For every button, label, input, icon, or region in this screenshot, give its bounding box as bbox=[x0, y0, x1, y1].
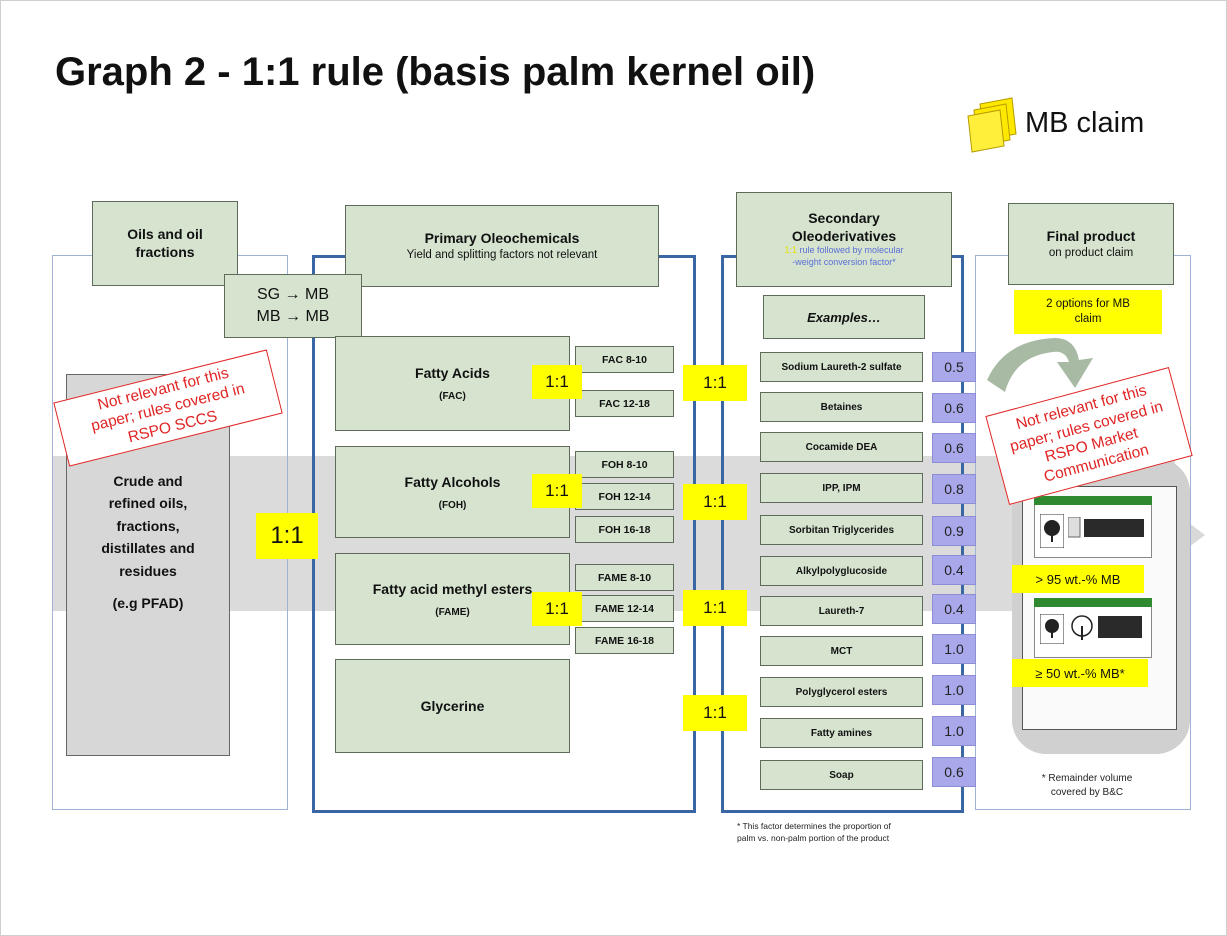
ratio-primary-secondary-1: 1:1 bbox=[683, 365, 747, 401]
oils-header: Oils and oil fractions bbox=[92, 201, 238, 286]
subgroup-fame-12-14: FAME 12-14 bbox=[575, 595, 674, 622]
group-fatty-alcohols-name: Fatty Alcohols bbox=[404, 473, 501, 490]
subgroup-foh-16-18: FOH 16-18 bbox=[575, 516, 674, 543]
factor-footnote: * This factor determines the proportion … bbox=[737, 820, 977, 845]
subgroup-foh-8-10: FOH 8-10 bbox=[575, 451, 674, 478]
mb-claim-label: MB claim bbox=[1025, 107, 1145, 139]
group-glycerine: Glycerine bbox=[335, 659, 570, 753]
sec-item-sodium-laureth: Sodium Laureth-2 sulfate bbox=[760, 352, 923, 382]
final-header-title: Final product bbox=[1046, 228, 1136, 245]
group-fatty-acids: Fatty Acids (FAC) bbox=[335, 336, 570, 431]
factor-sorbitan: 0.9 bbox=[932, 516, 976, 546]
palm-tree-icon bbox=[1040, 514, 1064, 548]
examples-label: Examples… bbox=[763, 295, 925, 339]
ratio-fame: 1:1 bbox=[532, 592, 582, 626]
factor-fatty-amines: 1.0 bbox=[932, 716, 976, 746]
final-options-line1: 2 options for MB bbox=[1046, 298, 1130, 311]
secondary-header: Secondary Oleoderivatives 1:1 rule follo… bbox=[736, 192, 952, 287]
remainder-note: * Remainder volume covered by B&C bbox=[1012, 772, 1162, 800]
secondary-header-subtitle: 1:1 rule followed by molecular-weight co… bbox=[784, 245, 903, 268]
secondary-header-line1: Secondary bbox=[808, 210, 880, 227]
sec-item-alkylpolyglucoside: Alkylpolyglucoside bbox=[760, 556, 923, 586]
ratio-primary-secondary-2: 1:1 bbox=[683, 484, 747, 520]
sec-item-mct: MCT bbox=[760, 636, 923, 666]
factor-mct: 1.0 bbox=[932, 634, 976, 664]
product-label-1-header bbox=[1034, 496, 1152, 505]
sec-item-fatty-amines: Fatty amines bbox=[760, 718, 923, 748]
sg-mb-line2: MB → MB bbox=[256, 308, 330, 325]
final-options-line2: claim bbox=[1074, 313, 1102, 325]
page-title: Graph 2 - 1:1 rule (basis palm kernel oi… bbox=[55, 50, 816, 94]
final-header: Final product on product claim bbox=[1008, 203, 1174, 285]
sec-item-polyglycerol: Polyglycerol esters bbox=[760, 677, 923, 707]
ratio-oils-primary: 1:1 bbox=[256, 513, 318, 559]
primary-header: Primary Oleochemicals Yield and splittin… bbox=[345, 205, 659, 287]
sec-item-cocamide-dea: Cocamide DEA bbox=[760, 432, 923, 462]
factor-laureth-7: 0.4 bbox=[932, 594, 976, 624]
ratio-fac: 1:1 bbox=[532, 365, 582, 399]
remainder-note-line2: covered by B&C bbox=[1050, 787, 1124, 798]
oils-header-line1: Oils and oil bbox=[127, 226, 203, 242]
sec-item-sorbitan: Sorbitan Triglycerides bbox=[760, 515, 923, 545]
oils-line-1: Crude and bbox=[113, 473, 183, 489]
factor-soap: 0.6 bbox=[932, 757, 976, 787]
label-95-percent: > 95 wt.-% MB bbox=[1012, 565, 1144, 593]
secondary-header-highlight: 1:1 bbox=[784, 245, 797, 256]
sec-item-laureth-7: Laureth-7 bbox=[760, 596, 923, 626]
ratio-primary-secondary-4: 1:1 bbox=[683, 695, 747, 731]
curved-arrow-icon bbox=[987, 338, 1093, 392]
sec-item-soap: Soap bbox=[760, 760, 923, 790]
secondary-header-sub-2: -weight conversion factor* bbox=[792, 257, 896, 267]
primary-header-subtitle: Yield and splitting factors not relevant bbox=[406, 248, 598, 261]
factor-footnote-line2: palm vs. non-palm portion of the product bbox=[737, 833, 890, 844]
secondary-header-line2: Oleoderivatives bbox=[791, 227, 897, 244]
product-label-2-logo bbox=[1071, 615, 1142, 640]
factor-betaines: 0.6 bbox=[932, 393, 976, 423]
oils-line-5: residues bbox=[119, 562, 177, 579]
factor-polyglycerol: 1.0 bbox=[932, 675, 976, 705]
ratio-foh: 1:1 bbox=[532, 474, 582, 508]
product-label-2-header bbox=[1034, 598, 1152, 607]
group-fatty-alcohols: Fatty Alcohols (FOH) bbox=[335, 446, 570, 538]
subgroup-fame-8-10: FAME 8-10 bbox=[575, 564, 674, 591]
oils-example: (e.g PFAD) bbox=[112, 594, 184, 611]
product-label-1-logo bbox=[1068, 517, 1144, 538]
sg-mb-box: SG → MB MB → MB bbox=[224, 274, 362, 338]
group-glycerine-name: Glycerine bbox=[420, 698, 485, 714]
group-fame: Fatty acid methyl esters (FAME) bbox=[335, 553, 570, 645]
oils-line-3: fractions, bbox=[116, 517, 180, 534]
group-fame-code: (FAME) bbox=[435, 606, 470, 618]
subgroup-fac-12-18: FAC 12-18 bbox=[575, 390, 674, 417]
label-50-percent: ≥ 50 wt.-% MB* bbox=[1012, 659, 1148, 687]
subgroup-foh-12-14: FOH 12-14 bbox=[575, 483, 674, 510]
remainder-note-line1: * Remainder volume bbox=[1041, 773, 1133, 784]
oils-line-2: refined oils, bbox=[108, 495, 188, 512]
primary-header-title: Primary Oleochemicals bbox=[424, 230, 580, 247]
oils-line-4: distillates and bbox=[101, 540, 195, 557]
sg-mb-line1: SG → MB bbox=[256, 286, 329, 304]
factor-alkylpolyglucoside: 0.4 bbox=[932, 555, 976, 585]
group-fatty-acids-code: (FAC) bbox=[439, 391, 466, 402]
oils-header-line2: fractions bbox=[135, 243, 195, 260]
factor-footnote-line1: * This factor determines the proportion … bbox=[737, 821, 891, 831]
mb-claim-icon bbox=[967, 97, 1017, 153]
factor-cocamide-dea: 0.6 bbox=[932, 433, 976, 463]
final-options-box: 2 options for MB claim bbox=[1014, 290, 1162, 334]
group-fatty-acids-name: Fatty Acids bbox=[415, 365, 490, 381]
group-fame-name: Fatty acid methyl esters bbox=[372, 580, 533, 597]
secondary-header-sub-1: rule followed by molecular bbox=[796, 245, 904, 256]
subgroup-fac-8-10: FAC 8-10 bbox=[575, 346, 674, 373]
factor-sodium-laureth: 0.5 bbox=[932, 352, 976, 382]
oils-content-text: Crude and refined oils, fractions, disti… bbox=[66, 470, 230, 614]
sec-item-ipp-ipm: IPP, IPM bbox=[760, 473, 923, 503]
group-fatty-alcohols-code: (FOH) bbox=[438, 499, 467, 511]
subgroup-fame-16-18: FAME 16-18 bbox=[575, 627, 674, 654]
factor-ipp-ipm: 0.8 bbox=[932, 474, 976, 504]
final-header-subtitle: on product claim bbox=[1048, 246, 1134, 259]
sec-item-betaines: Betaines bbox=[760, 392, 923, 422]
palm-tree-icon-2 bbox=[1040, 614, 1064, 644]
ratio-primary-secondary-3: 1:1 bbox=[683, 590, 747, 626]
